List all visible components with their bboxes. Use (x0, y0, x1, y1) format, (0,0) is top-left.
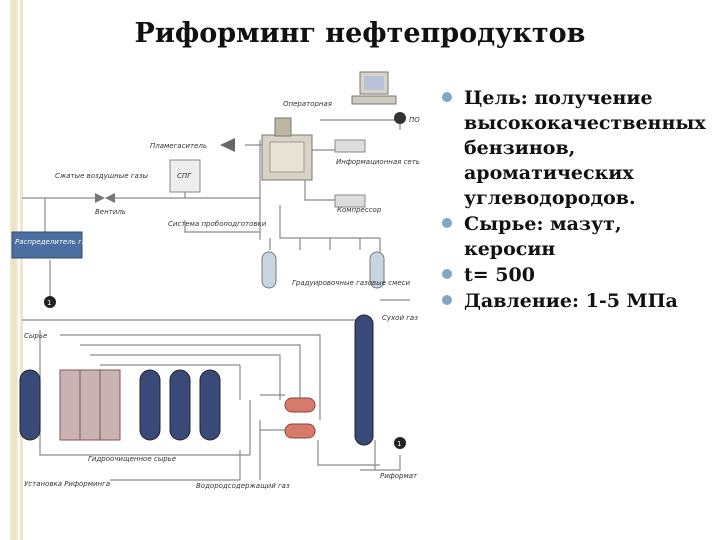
slide-border-stripe (20, 0, 23, 540)
spg-box (169, 159, 201, 193)
label-spg: СПГ (177, 172, 192, 180)
bullet-item-goal: Цель: получение высококачественных бензи… (440, 86, 720, 211)
label-reformat: Риформат (380, 472, 418, 480)
svg-text:1: 1 (397, 440, 401, 448)
label-po: ПО (409, 116, 420, 124)
pipe-network (22, 119, 410, 481)
slide-title: Риформинг нефтепродуктов (134, 18, 586, 49)
bullet-dot-icon (442, 218, 452, 228)
label-raw: Сырье (24, 332, 47, 340)
info-net-box (334, 139, 366, 153)
chromatograph-icon (261, 117, 313, 181)
bullet-dot-icon (442, 92, 452, 102)
label-unit: Установка Риформинга (24, 480, 110, 488)
bullet-item-feedstock: Сырье: мазут, керосин (440, 212, 720, 262)
label-dry-gas: Сухой газ (382, 314, 418, 322)
label-flame-arrester: Пламегаситель (150, 142, 207, 150)
label-hydrogen: Водородсодержащий газ (196, 482, 290, 490)
label-info-net: Информационная сеть (336, 158, 420, 166)
gas-cylinders (261, 251, 385, 289)
label-distributor: Распределитель газов (15, 238, 98, 246)
label-operator: Операторная (283, 100, 332, 108)
bullet-item-temperature: t= 500 (440, 263, 720, 288)
operator-computer-icon (351, 71, 406, 124)
marker-1-bottom (394, 437, 406, 449)
svg-text:1: 1 (47, 299, 51, 307)
heat-exchangers (284, 397, 316, 439)
label-calibration: Градуировочные газовые смеси (292, 279, 411, 287)
reactor-bank (19, 369, 221, 441)
label-hydro: Гидроочищенное сырье (88, 455, 176, 463)
bullet-list: Цель: получение высококачественных бензи… (440, 86, 720, 315)
distributor-box (11, 231, 83, 259)
label-cold-gas: Сжатые воздушные газы (55, 172, 148, 180)
slide-border-left (10, 0, 18, 540)
bullet-dot-icon (442, 295, 452, 305)
label-system: Система пробоподготовки (168, 220, 267, 228)
compressor-box (334, 194, 366, 208)
label-valve: Вентиль (95, 208, 126, 216)
valve-icon (95, 193, 105, 203)
flame-arrester-icon (220, 138, 235, 152)
bullet-dot-icon (442, 269, 452, 279)
distillation-column (354, 314, 374, 446)
label-compressor: Компрессор (337, 206, 382, 214)
marker-1-top (44, 296, 56, 308)
bullet-item-pressure: Давление: 1-5 МПа (440, 289, 720, 314)
